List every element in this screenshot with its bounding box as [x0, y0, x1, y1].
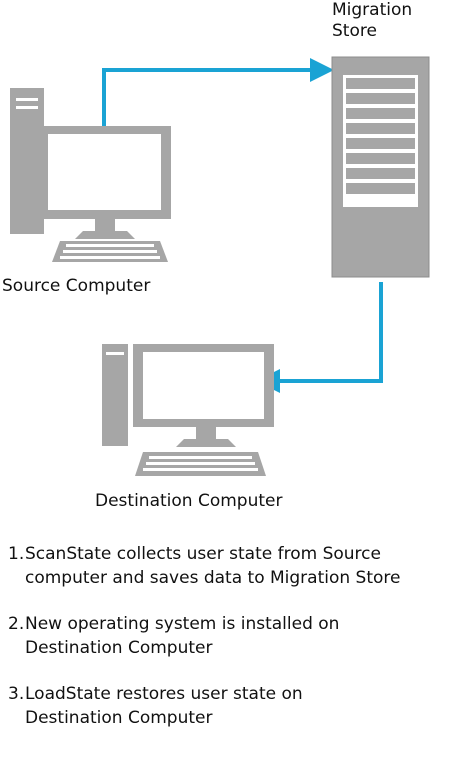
destination-computer-label: Destination Computer	[95, 491, 283, 511]
step-number: 3.	[8, 684, 25, 704]
step-number: 2.	[8, 614, 25, 634]
desktop-computer-icon	[10, 88, 171, 262]
migration-diagram	[10, 56, 430, 476]
step-item: 1. ScanState collects user state from So…	[8, 542, 472, 590]
steps-list: 1. ScanState collects user state from So…	[8, 542, 472, 752]
source-computer-label: Source Computer	[2, 276, 151, 296]
step-text-line: New operating system is installed on	[25, 614, 340, 634]
step-text-line: ScanState collects user state from Sourc…	[25, 544, 381, 564]
step-text-line: Destination Computer	[25, 708, 213, 728]
server-icon	[331, 56, 430, 278]
migration-store-label-line1: Migration	[332, 0, 413, 20]
step-number: 1.	[8, 544, 25, 564]
arrow-store-to-destination	[256, 282, 383, 393]
migration-store-label: Migration Store	[332, 0, 452, 42]
step-item: 2. New operating system is installed on …	[8, 612, 472, 660]
step-item: 3. LoadState restores user state on Dest…	[8, 682, 472, 730]
migration-store-label-line2: Store	[332, 21, 377, 41]
step-text-line: LoadState restores user state on	[25, 684, 303, 704]
step-text-line: computer and saves data to Migration Sto…	[25, 568, 401, 588]
desktop-computer-icon	[102, 344, 274, 476]
arrow-source-to-store	[102, 58, 334, 126]
step-text-line: Destination Computer	[25, 638, 213, 658]
